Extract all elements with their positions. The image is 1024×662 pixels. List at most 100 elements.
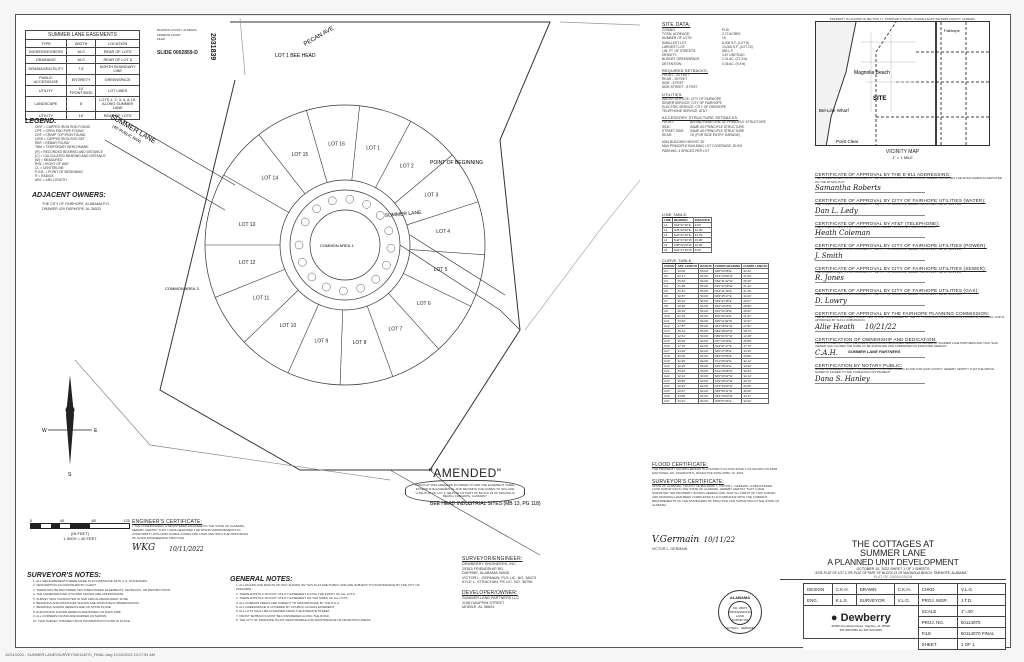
map-label: Fairhope bbox=[944, 28, 961, 33]
title-block-cell: 251.990.9950 fax 251.929.9815 bbox=[839, 628, 882, 632]
adjacent-title: ADJACENT OWNERS: bbox=[32, 192, 106, 199]
surveyor-cert-title: SURVEYOR'S CERTIFICATE: bbox=[652, 478, 724, 485]
tree-icon bbox=[298, 257, 307, 267]
site-data-line: TELEPHONE SERVICE: AT&T bbox=[662, 109, 708, 114]
site-data-value: 0.35 AC. (9.4%) bbox=[722, 61, 746, 66]
site-data-line: MAX BUILDING HEIGHT: 30' bbox=[662, 140, 705, 145]
site-data-line: SIDE STREET - 8 FEET bbox=[662, 85, 698, 90]
signature: R. Jones bbox=[815, 274, 844, 282]
title-block-cell: DESIGN bbox=[803, 583, 833, 595]
certificate-text: THE UNDERSIGNED, AS AUTHORIZED BY THE CI… bbox=[815, 202, 963, 206]
surveyor-cert-text: STATE OF ALABAMA, COUNTY OF BALDWIN. I, … bbox=[652, 483, 780, 507]
scale-tick: 0 bbox=[30, 518, 33, 523]
tree-icon bbox=[328, 196, 337, 206]
lot-line bbox=[244, 289, 299, 343]
certificate-title: CERTIFICATE OF APPROVAL BY THE E-911 ADD… bbox=[815, 172, 951, 177]
tree-icon bbox=[371, 274, 381, 284]
lot-label: LOT 13 bbox=[239, 222, 256, 228]
certificate-title: CERTIFICATE OF APPROVAL BY THE FAIRHOPE … bbox=[815, 310, 990, 316]
surveyor-engineer-line: 25353 FRIENDSHIP RD. bbox=[462, 566, 505, 571]
tree-icon bbox=[294, 240, 304, 250]
slide-number: SLIDE 0002859-D bbox=[157, 49, 198, 56]
west-label: W bbox=[42, 428, 47, 434]
title-line-1: THE COTTAGES AT bbox=[851, 539, 935, 549]
certificate: CERTIFICATION OF OWNERSHIP AND DEDICATIO… bbox=[815, 337, 1005, 358]
general-note: 2. THERE EXISTS A 10 FOOT UTILITY EASEME… bbox=[236, 591, 356, 596]
lot-label: LOT 15 bbox=[292, 152, 309, 158]
lot-line bbox=[409, 249, 485, 256]
lot-line bbox=[339, 309, 344, 385]
legend-item: CIRS = CAPPED IRON ROD SET bbox=[35, 137, 85, 142]
title-line-3: A PLANNED UNIT DEVELOPMENT bbox=[827, 557, 959, 567]
vicinity-map-image: Magnolia Beach SITE Bel-Line Wharf Point… bbox=[815, 21, 990, 147]
title-block-cell: VICTOR L. GERMAIN bbox=[725, 626, 755, 630]
general-note: 1. ALL ROADS AND RIGHTS-OF-WAY SHOWN ON … bbox=[236, 583, 420, 592]
scale-tick: 80 bbox=[91, 518, 96, 523]
surveyor-name: VICTOR L. GERMAIN bbox=[652, 547, 688, 552]
certificate: CERTIFICATE OF APPROVAL BY CITY OF FAIRH… bbox=[815, 288, 1005, 306]
title-block-cell: Dewberry bbox=[840, 612, 891, 624]
site-data-value: 15 bbox=[722, 36, 726, 41]
site-data-value: 1.01 AC. (27.2%) bbox=[722, 57, 748, 62]
table-header: CHORD BEARING bbox=[712, 263, 743, 269]
vicinity-title: VICINITY MAP bbox=[885, 149, 920, 156]
table-cell: N44°37'40"W bbox=[671, 247, 694, 253]
utilities-title: UTILITIES: bbox=[662, 92, 683, 97]
pob-label: POINT OF BEGINNING bbox=[430, 160, 483, 166]
boundary-line-west bbox=[159, 79, 430, 471]
site-data-line: ELECTRIC SERVICE: CITY OF FAIRHOPE bbox=[662, 105, 726, 110]
title-block-cell: ALABAMA bbox=[729, 595, 751, 600]
surveyor-note: 1. ALL MEASUREMENTS WERE MADE IN ACCORDA… bbox=[33, 579, 148, 583]
accessory-row: REAR:15' (FOR SIDE ENTRY GARAGE) bbox=[662, 133, 787, 137]
surveyor-note: 7. BEARINGS SHOWN HEREON ARE ON STATE PL… bbox=[33, 605, 112, 610]
certificate-date: 10/21/22 bbox=[864, 322, 897, 331]
title-block-cell: FILE bbox=[917, 627, 958, 639]
title-block-cell: J.T.D. bbox=[956, 594, 1007, 606]
lot-label: LOT 6 bbox=[417, 301, 431, 307]
accessory-label: STREET SIDE: bbox=[662, 128, 685, 133]
lot-label: LOT 12 bbox=[239, 260, 256, 266]
surveyor-engineer-line: VICTOR L. GERMAIN, PLS LIC. NO. 38473 bbox=[462, 575, 536, 580]
site-data-value: 3.72 ACRES bbox=[722, 32, 741, 37]
title-block-cell: C.K.H. bbox=[831, 583, 857, 595]
vicinity-map: PROPERTY IS LOCATED IN SECTION 17, TOWNS… bbox=[815, 17, 990, 160]
lot-line bbox=[394, 154, 453, 204]
legend-item: OPF = OPEN END PIPE FOUND bbox=[35, 129, 84, 134]
surveyor-note: 3. THERE MAY BE RECORDED OR UNRECORDED E… bbox=[33, 587, 172, 592]
site-data-row: DENSITY:3.87 UNITS/AC. bbox=[662, 53, 787, 57]
common-area-1-circle bbox=[309, 209, 381, 281]
easement-cell: REAR OF LOTS bbox=[95, 111, 140, 120]
general-note: 6. ALL LOTS SHALL BE ACCESSED FROM THE I… bbox=[236, 609, 331, 614]
site-data-label: DETENTION: bbox=[662, 61, 682, 66]
lot-label: LOT 5 bbox=[434, 267, 448, 273]
accessory-title: ACCESSORY STRUCTURE SETBACKS: bbox=[662, 116, 739, 121]
lot-label: LOT 4 bbox=[436, 229, 450, 235]
map-site-label: SITE bbox=[873, 96, 886, 102]
site-data-value: 3.87 UNITS/AC. bbox=[722, 53, 746, 58]
site-data-label: BUDGET GREENSPACE: bbox=[662, 57, 701, 62]
lot-line bbox=[403, 273, 471, 307]
lot-label: LOT 10 bbox=[280, 323, 297, 329]
certificate-text: THE UNDERSIGNED, AS AUTHORIZED BY THE BA… bbox=[815, 176, 1002, 184]
certificate: CERTIFICATE OF APPROVAL BY CITY OF FAIRH… bbox=[815, 198, 1005, 216]
title-block-cell: C.K.H. bbox=[893, 583, 919, 595]
signature-line: R. Jones bbox=[815, 274, 925, 283]
signature-line: D. Lowry bbox=[815, 297, 925, 306]
developer-line: MOBILE, AL 36604 bbox=[462, 605, 495, 610]
signature: Dan L. Ledy bbox=[815, 206, 858, 215]
certificate-text: THE UNDERSIGNED, AS AUTHORIZED BY THE CI… bbox=[815, 247, 963, 251]
site-data-line: SEWER SERVICE: CITY OF FAIRHOPE bbox=[662, 100, 722, 105]
accessory-label: SIDE: bbox=[662, 124, 671, 129]
legend-item: (M) = MEASURED bbox=[35, 157, 63, 162]
lot-line bbox=[388, 293, 439, 350]
accessory-label: FRONT: bbox=[662, 120, 674, 125]
legend-item: R = RADIUS bbox=[35, 174, 54, 179]
accessory-value: 15' (FOR SIDE ENTRY GARAGE) bbox=[690, 133, 740, 138]
